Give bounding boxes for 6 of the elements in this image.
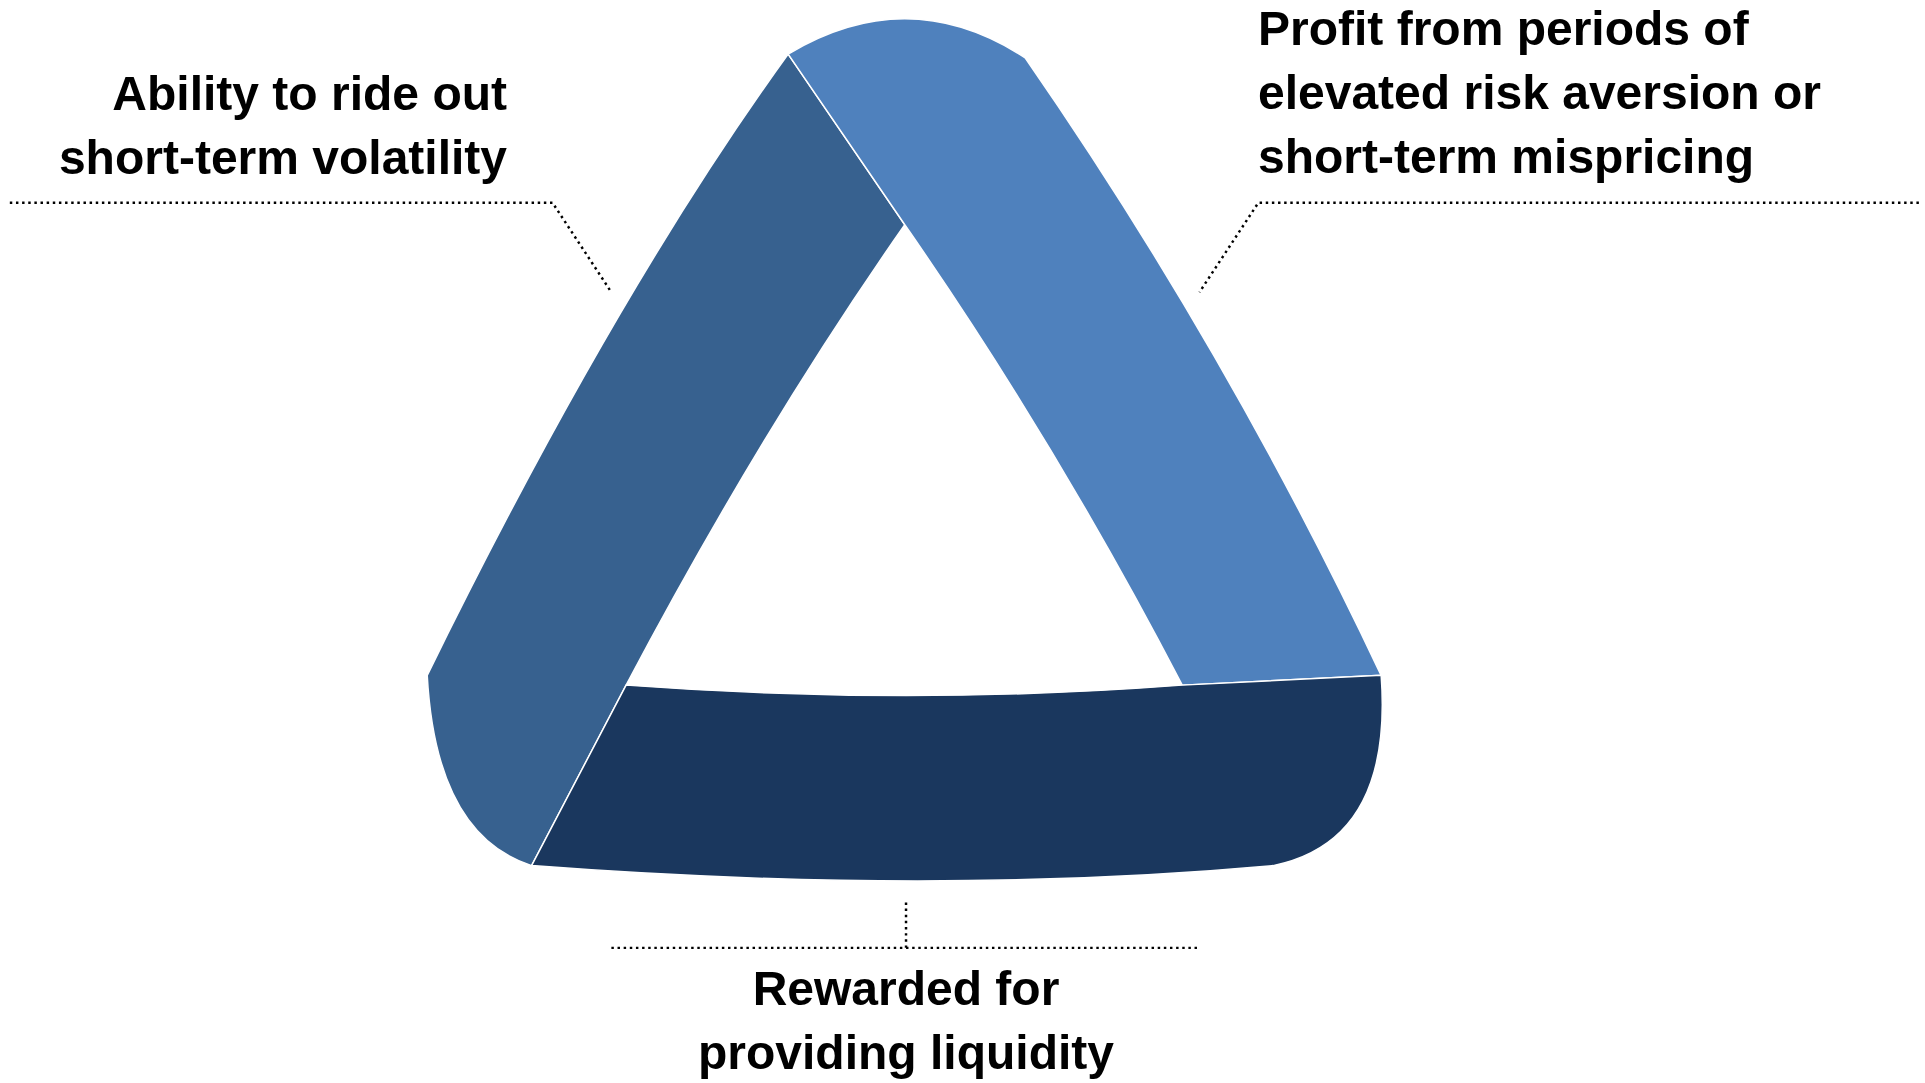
curved-band-segment (530, 674, 1383, 882)
callout-text: Profit from periods of elevated risk aversion or short-term mispricing (1258, 1, 1822, 185)
callout-text: Ability to ride out short-term volatility (57, 66, 507, 186)
leader-line (9, 201, 613, 293)
callout-text: Rewarded for providing liquidity (697, 961, 1115, 1081)
leader-line (1198, 201, 1919, 293)
